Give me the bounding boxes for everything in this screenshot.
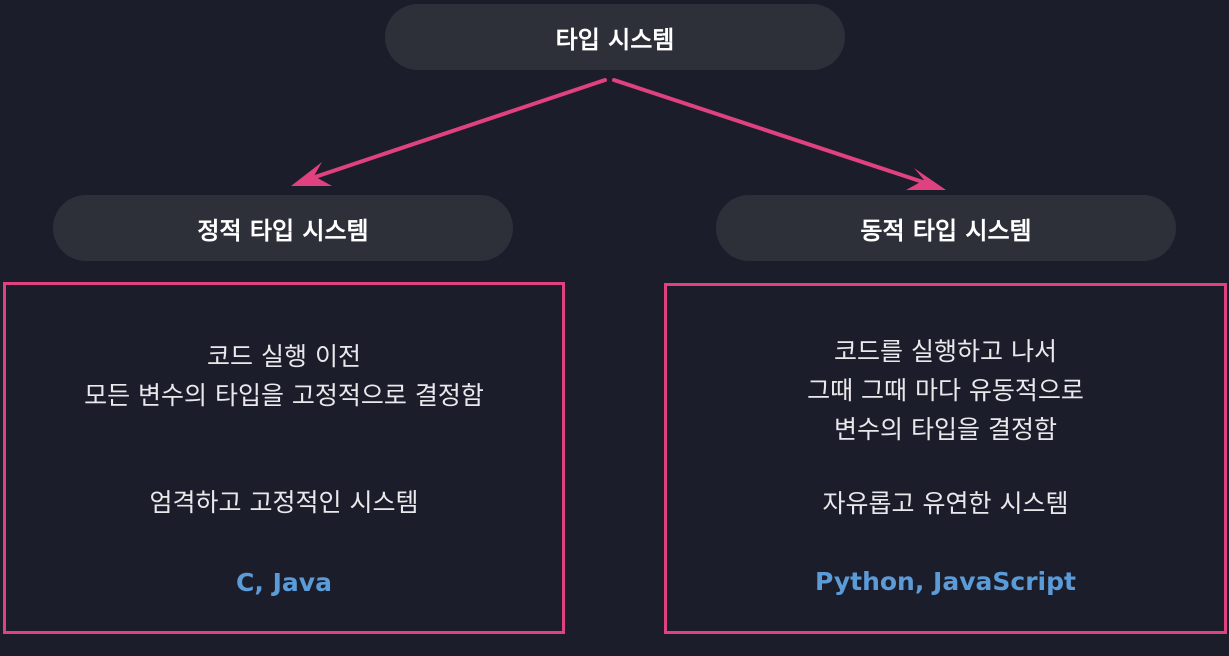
static-description-box: 코드 실행 이전 모든 변수의 타입을 고정적으로 결정함 엄격하고 고정적인 … bbox=[3, 282, 565, 634]
root-node-label: 타입 시스템 bbox=[555, 25, 675, 54]
dynamic-description-line: 코드를 실행하고 나서 bbox=[834, 337, 1057, 366]
arrow-to-dynamic bbox=[612, 78, 946, 190]
arrow-to-static bbox=[291, 78, 607, 186]
static-trait: 엄격하고 고정적인 시스템 bbox=[149, 488, 419, 517]
dynamic-type-system-node: 동적 타입 시스템 bbox=[716, 195, 1176, 261]
dynamic-languages: Python, JavaScript bbox=[815, 567, 1076, 596]
static-description-line: 코드 실행 이전 bbox=[207, 342, 361, 371]
dynamic-node-label: 동적 타입 시스템 bbox=[860, 216, 1032, 245]
dynamic-description: 코드를 실행하고 나서 그때 그때 마다 유동적으로 변수의 타입을 결정함 bbox=[667, 332, 1224, 449]
dynamic-description-line: 변수의 타입을 결정함 bbox=[834, 415, 1057, 444]
static-description-line: 모든 변수의 타입을 고정적으로 결정함 bbox=[84, 381, 484, 410]
dynamic-description-box: 코드를 실행하고 나서 그때 그때 마다 유동적으로 변수의 타입을 결정함 자… bbox=[664, 283, 1227, 634]
dynamic-description-line: 그때 그때 마다 유동적으로 bbox=[807, 376, 1084, 405]
dynamic-trait: 자유롭고 유연한 시스템 bbox=[822, 489, 1069, 518]
static-type-system-node: 정적 타입 시스템 bbox=[53, 195, 513, 261]
root-node-type-system: 타입 시스템 bbox=[385, 4, 845, 70]
static-languages: C, Java bbox=[236, 568, 332, 597]
static-description: 코드 실행 이전 모든 변수의 타입을 고정적으로 결정함 bbox=[6, 337, 562, 415]
static-node-label: 정적 타입 시스템 bbox=[197, 216, 369, 245]
